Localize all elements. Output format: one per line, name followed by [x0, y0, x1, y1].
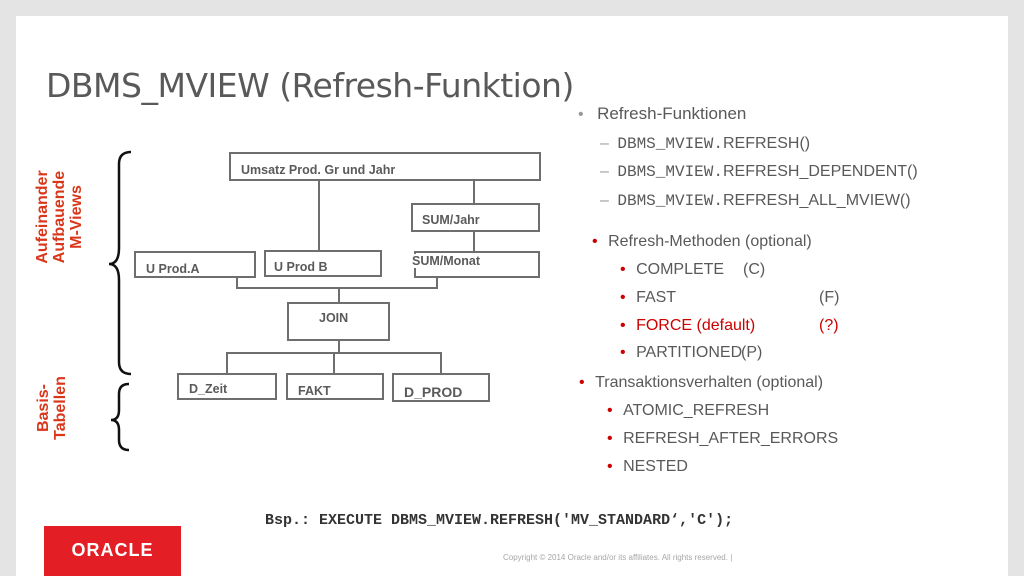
bullet-icon: • — [579, 374, 585, 391]
bullet-icon: • — [607, 458, 613, 475]
box-label-u-prod-a: U Prod.A — [146, 262, 200, 276]
bullet-icon: • — [592, 233, 598, 250]
dash-icon: – — [600, 135, 609, 152]
method-code: (P) — [741, 344, 763, 361]
side-label-line: Basis- — [35, 383, 52, 433]
box-fakt — [286, 373, 384, 400]
section-transaktion: • Transaktionsverhalten (optional) — [579, 374, 823, 392]
item-prefix: DBMS_MVIEW. — [617, 135, 723, 153]
method-name: PARTITIONED — [636, 344, 743, 361]
box-d-zeit — [177, 373, 277, 400]
box-label-d-prod: D_PROD — [404, 384, 463, 400]
connector — [436, 277, 438, 288]
dash-icon: – — [600, 163, 609, 180]
bullet-icon: • — [620, 261, 626, 278]
side-label-line: M-Views — [68, 185, 85, 249]
list-item: • PARTITIONED — [620, 344, 742, 362]
brace-mviews-icon — [108, 150, 132, 376]
list-item: – DBMS_MVIEW.REFRESH_ALL_MVIEW() — [600, 192, 911, 210]
side-label-mviews: Aufeinander Aufbauende M-Views — [34, 157, 88, 277]
section-heading: Transaktionsverhalten (optional) — [595, 374, 824, 391]
connector — [338, 287, 340, 303]
slide — [16, 16, 1008, 576]
connector — [473, 179, 475, 205]
brace-basis-icon — [110, 382, 130, 452]
bullet-icon: • — [620, 317, 626, 334]
section-heading: Refresh-Funktionen — [597, 104, 747, 123]
list-item: • FORCE (default) — [620, 317, 755, 335]
method-name: COMPLETE — [636, 261, 725, 278]
connector — [236, 276, 238, 288]
section-refresh-methoden: • Refresh-Methoden (optional) — [592, 233, 812, 251]
example-code: Bsp.: EXECUTE DBMS_MVIEW.REFRESH('MV_STA… — [265, 512, 734, 529]
page-title: DBMS_MVIEW (Refresh-Funktion) — [46, 66, 574, 105]
item-prefix: DBMS_MVIEW. — [617, 163, 723, 181]
box-u-prod-a — [134, 251, 256, 278]
list-item: – DBMS_MVIEW.REFRESH() — [600, 135, 810, 153]
section-heading: Refresh-Methoden (optional) — [608, 233, 812, 250]
method-code: (F) — [819, 289, 840, 306]
box-d-prod — [392, 373, 490, 402]
connector — [236, 287, 438, 289]
item-suffix: REFRESH_DEPENDENT() — [722, 163, 918, 180]
box-label-sum-jahr: SUM/Jahr — [422, 213, 480, 227]
braces — [108, 150, 132, 452]
box-label-umsatz: Umsatz Prod. Gr und Jahr — [241, 163, 396, 177]
box-label-join: JOIN — [319, 311, 349, 325]
list-item: • FAST — [620, 289, 676, 307]
box-label-fakt: FAKT — [298, 384, 331, 398]
box-umsatz — [229, 152, 541, 181]
list-item: • ATOMIC_REFRESH — [607, 402, 769, 420]
box-sum-jahr — [411, 203, 540, 232]
box-join — [287, 302, 390, 341]
box-label-d-zeit: D_Zeit — [189, 382, 228, 396]
method-name: FAST — [636, 289, 677, 306]
bullet-icon: • — [607, 402, 613, 419]
method-name: FORCE (default) — [636, 317, 756, 334]
box-label-sum-monat: SUM/Monat — [412, 254, 481, 268]
item-suffix: REFRESH() — [722, 135, 811, 152]
connector — [318, 179, 320, 251]
item-label: ATOMIC_REFRESH — [623, 402, 770, 419]
list-item: • NESTED — [607, 458, 688, 476]
method-code: (?) — [819, 317, 839, 334]
connector — [338, 339, 340, 353]
method-code: (C) — [743, 261, 766, 278]
side-label-line: Tabellen — [52, 376, 69, 440]
item-label: REFRESH_AFTER_ERRORS — [623, 430, 839, 447]
dash-icon: – — [600, 192, 609, 209]
bullet-icon: • — [620, 289, 626, 306]
connector — [473, 230, 475, 252]
side-label-line: Aufeinander — [34, 170, 51, 264]
logo-text: ORACLE — [71, 540, 154, 560]
list-item: • REFRESH_AFTER_ERRORS — [607, 430, 838, 448]
side-label-basis: Basis- Tabellen — [35, 363, 71, 453]
connector — [440, 352, 442, 374]
item-suffix: REFRESH_ALL_MVIEW() — [722, 192, 911, 209]
side-label-line: Aufbauende — [51, 170, 68, 264]
item-label: NESTED — [623, 458, 688, 475]
bullet-icon: • — [607, 430, 613, 447]
list-item: – DBMS_MVIEW.REFRESH_DEPENDENT() — [600, 163, 918, 181]
bullet-icon: • — [578, 106, 584, 123]
box-label-u-prod-b: U Prod B — [274, 260, 328, 274]
box-u-prod-b — [264, 250, 382, 277]
section-refresh-funktionen: • Refresh-Funktionen — [578, 104, 746, 124]
item-prefix: DBMS_MVIEW. — [617, 192, 723, 210]
copyright-text: Copyright © 2014 Oracle and/or its affil… — [503, 553, 733, 562]
bullet-icon: • — [620, 344, 626, 361]
list-item: • COMPLETE — [620, 261, 724, 279]
connector — [226, 352, 228, 374]
oracle-logo: ORACLE — [44, 526, 181, 576]
connector — [333, 352, 335, 374]
